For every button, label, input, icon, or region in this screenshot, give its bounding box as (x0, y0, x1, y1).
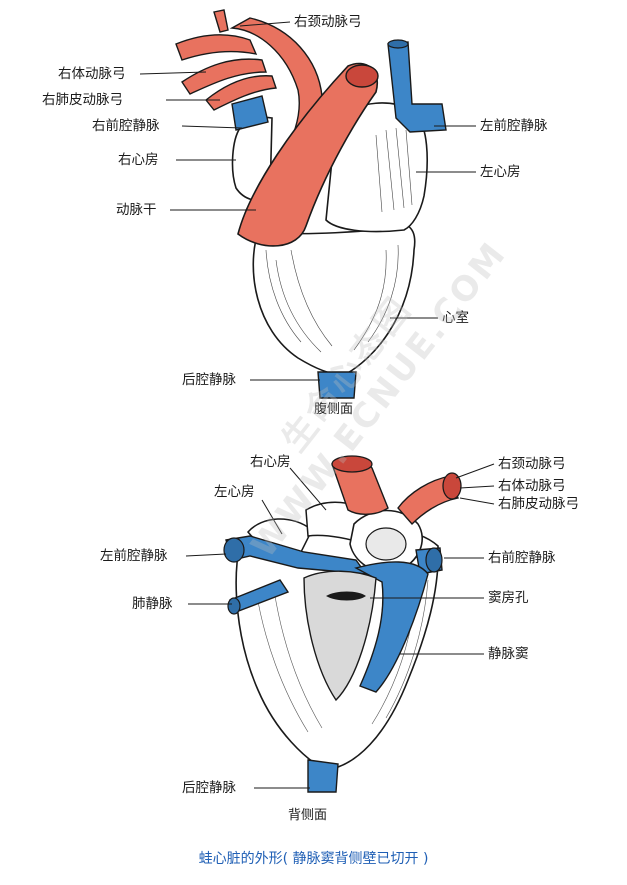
dorsal-label-right-systemic-arch: 右体动脉弓 (498, 478, 566, 494)
sinoatrial-aperture-shape (326, 591, 366, 601)
label-ventricle: 心室 (442, 310, 469, 326)
label-right-anterior-vena-cava: 右前腔静脉 (92, 118, 160, 134)
dorsal-label-right-anterior-vena-cava: 右前腔静脉 (488, 550, 556, 566)
dorsal-label-left-atrium: 左心房 (214, 484, 255, 500)
truncus-arteriosus-shape (237, 62, 379, 247)
ventral-view-title: 腹侧面 (314, 402, 354, 417)
dorsal-label-sinoatrial-aperture: 窦房孔 (488, 590, 529, 606)
label-right-pulmocutaneous-arch: 右肺皮动脉弓 (42, 92, 123, 108)
ventricle-hatching (265, 244, 399, 353)
sinus-opening-shape (303, 570, 377, 702)
label-left-anterior-vena-cava: 左前腔静脉 (480, 118, 548, 134)
dorsal-leader-lines (185, 463, 495, 789)
ventral-leader-lines (139, 21, 476, 381)
dorsal-view-title: 背侧面 (288, 808, 328, 823)
label-left-atrium: 左心房 (480, 164, 521, 180)
left-atrium-shape (325, 102, 428, 233)
dorsal-label-right-pulmocutaneous-arch: 右肺皮动脉弓 (498, 496, 579, 512)
dorsal-label-right-carotid-arch: 右颈动脉弓 (498, 456, 566, 472)
right-anterior-vena-cava-shape (231, 95, 269, 131)
dorsal-label-sinus-venosus: 静脉窦 (488, 646, 529, 662)
dorsal-view-panel: 右心房 左心房 右颈动脉弓 右体动脉弓 右肺皮动脉弓 左前腔静脉 肺静脉 右前腔… (36, 440, 602, 830)
ventral-view-drawing (139, 9, 476, 399)
dorsal-posterior-vena-cava-shape (307, 759, 339, 793)
label-truncus-arteriosus: 动脉干 (116, 202, 157, 218)
label-posterior-vena-cava: 后腔静脉 (182, 372, 236, 388)
dorsal-label-posterior-vena-cava: 后腔静脉 (182, 780, 236, 796)
left-atrium-hatching (375, 127, 413, 213)
ventral-view-panel: 右颈动脉弓 右体动脉弓 右肺皮动脉弓 右前腔静脉 右心房 动脉干 左前腔静脉 左… (36, 0, 602, 420)
left-anterior-vena-cava-shape (387, 41, 447, 133)
dorsal-label-pulmonary-vein: 肺静脉 (132, 596, 173, 612)
label-right-atrium: 右心房 (118, 152, 159, 168)
label-right-systemic-arch: 右体动脉弓 (58, 66, 126, 82)
dorsal-label-left-anterior-vena-cava: 左前腔静脉 (100, 548, 168, 564)
posterior-vena-cava-shape (317, 371, 357, 399)
dorsal-view-drawing (185, 455, 495, 793)
dorsal-veins (225, 535, 443, 693)
figure-caption: 蛙心脏的外形( 静脉窦背侧壁已切开 ) (198, 851, 429, 867)
label-right-carotid-arch: 右颈动脉弓 (294, 14, 362, 30)
dorsal-label-right-atrium: 右心房 (250, 454, 291, 470)
